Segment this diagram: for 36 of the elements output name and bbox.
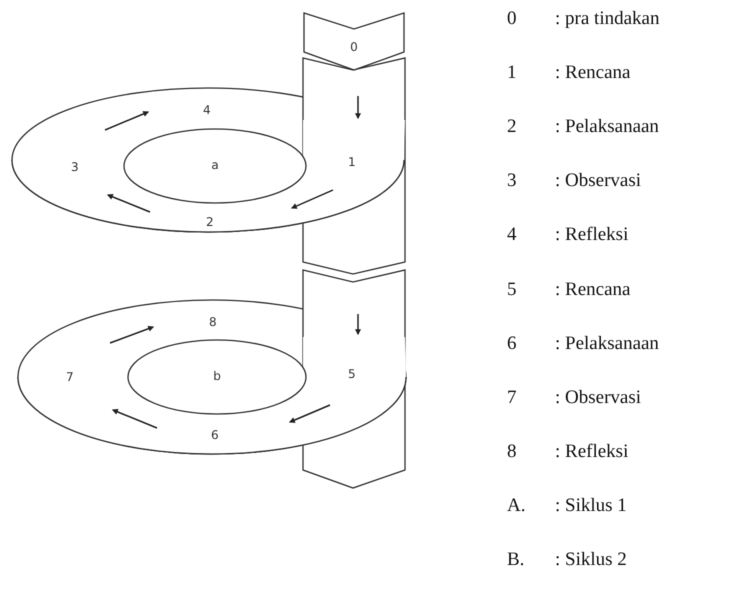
key-description: : Refleksi	[555, 440, 628, 463]
key-description: : Observasi	[555, 386, 642, 409]
key-symbol: 1	[507, 62, 516, 84]
step-number: 7	[66, 370, 74, 384]
step-number: 3	[71, 160, 79, 174]
key-description: : Siklus 2	[555, 549, 627, 571]
key-description: : Rencana	[555, 62, 630, 84]
chevron-shape	[303, 12, 405, 72]
step-number: 4	[203, 103, 211, 117]
key-description: : Refleksi	[555, 224, 628, 246]
key-symbol: 4	[507, 224, 516, 246]
key-symbol: A.	[507, 494, 526, 517]
key-symbol: 2	[507, 116, 516, 138]
key-symbol: 3	[507, 170, 516, 192]
step-number: 2	[206, 215, 214, 229]
key-description: : Siklus 1	[555, 494, 627, 517]
key-description: : pra tindakan	[555, 8, 660, 30]
key-description: : Rencana	[555, 278, 630, 300]
key-symbol: 7	[507, 386, 516, 409]
node-label: 0	[350, 40, 358, 54]
node-label: b	[213, 369, 221, 383]
step-number: 8	[209, 315, 217, 329]
key-symbol: 0	[507, 8, 516, 30]
key-symbol: 8	[507, 440, 516, 463]
key-description: : Observasi	[555, 170, 642, 192]
key-description: : Pelaksanaan	[555, 332, 659, 355]
node-label: a	[211, 158, 219, 172]
key-symbol: 6	[507, 332, 516, 355]
key-symbol: B.	[507, 549, 524, 571]
ellipse-shape	[127, 339, 307, 415]
step-number: 5	[348, 367, 356, 381]
key-symbol: 5	[507, 278, 516, 300]
key-description: : Pelaksanaan	[555, 116, 659, 138]
ellipse-shape	[123, 128, 307, 204]
step-number: 6	[211, 428, 219, 442]
step-number: 1	[348, 155, 356, 169]
